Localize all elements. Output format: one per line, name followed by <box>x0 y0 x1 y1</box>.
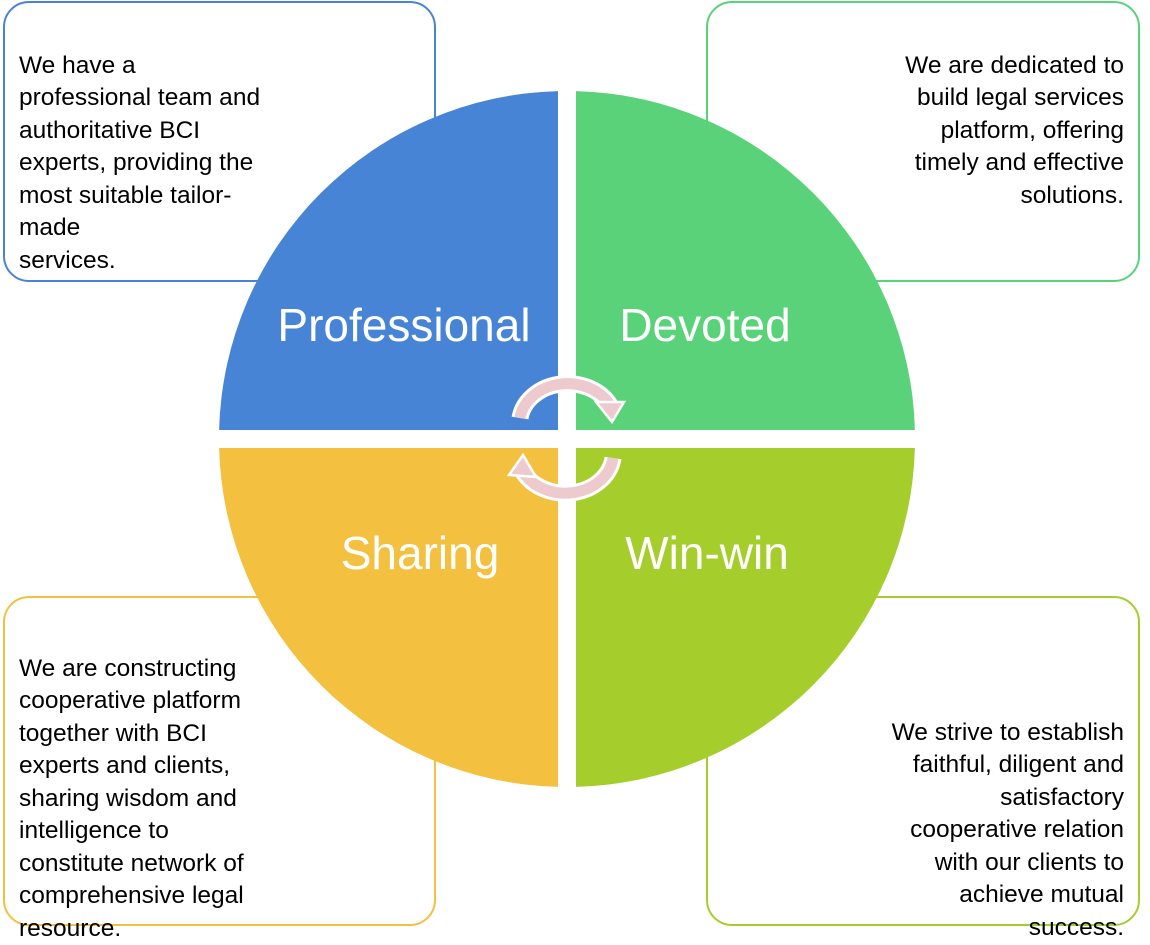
cycle-arrow-top-icon <box>511 375 627 425</box>
professional-description-box: We have a professional team and authorit… <box>3 1 436 282</box>
sharing-description-text: We are constructing cooperative platform… <box>19 654 244 942</box>
cycle-arrow-bottom-icon <box>506 452 622 502</box>
sharing-quadrant <box>219 448 558 787</box>
win-win-label: Win-win <box>625 527 789 579</box>
sharing-label: Sharing <box>341 527 500 579</box>
professional-label: Professional <box>277 299 530 351</box>
professional-quadrant <box>219 91 558 430</box>
professional-description-text: We have a professional team and authorit… <box>19 51 261 274</box>
win-win-quadrant <box>576 448 915 787</box>
devoted-quadrant <box>576 91 915 430</box>
devoted-label: Devoted <box>619 299 790 351</box>
devoted-description-text: We are dedicated to build legal services… <box>905 51 1124 209</box>
